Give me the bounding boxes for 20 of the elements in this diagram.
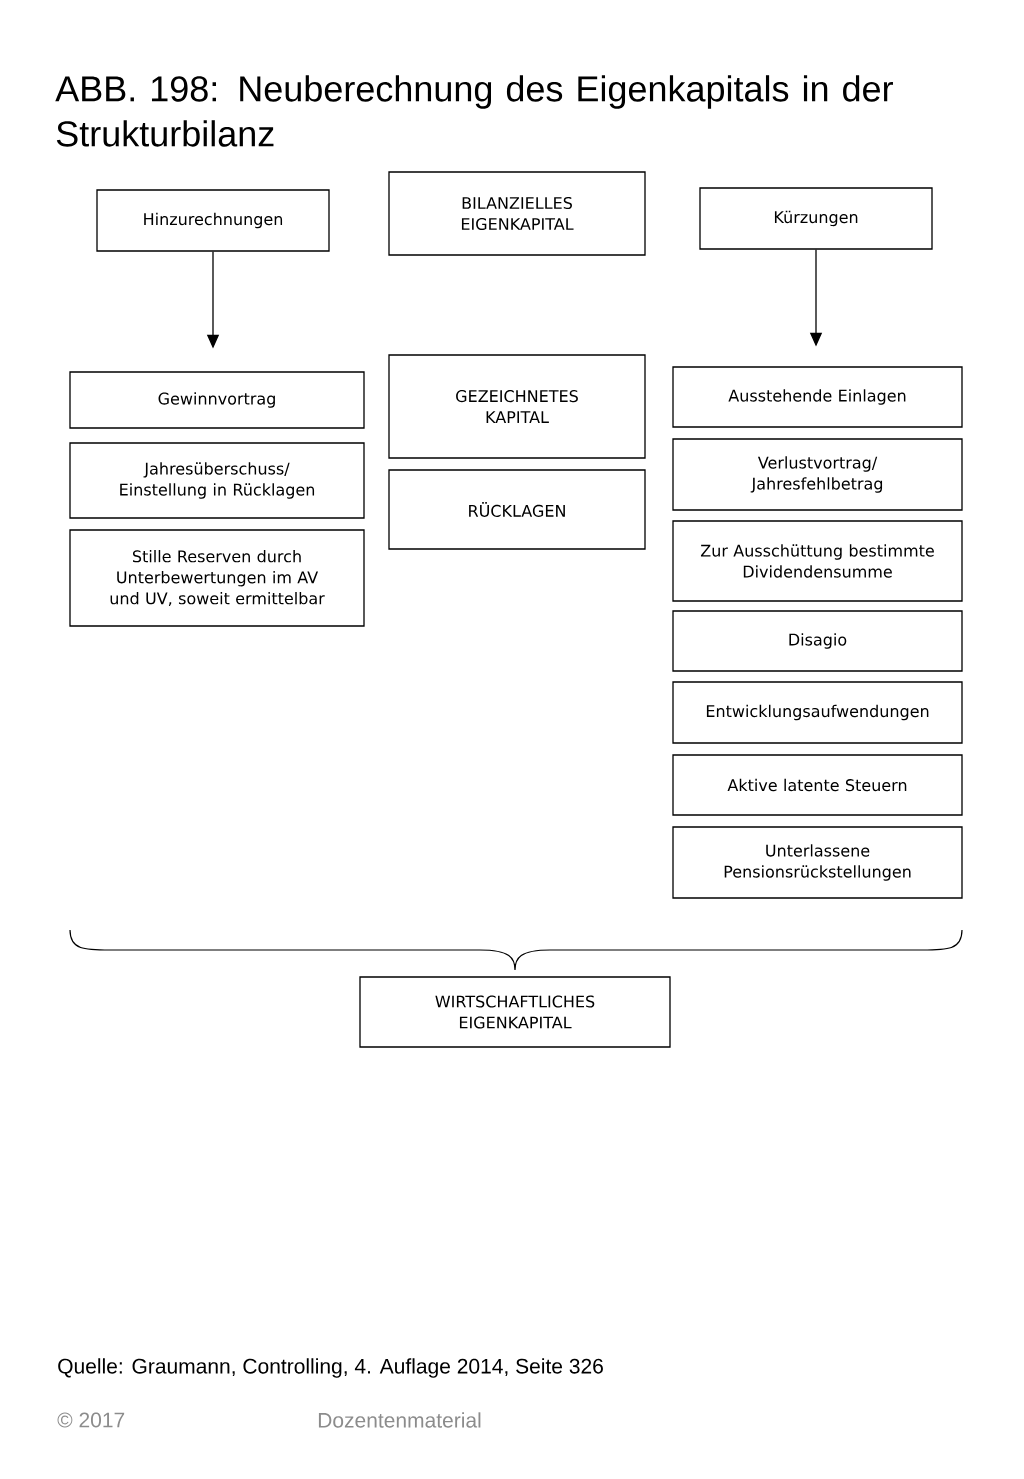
text-box: GEZEICHNETES KAPITAL	[388, 354, 646, 459]
text-box: Kürzungen	[699, 187, 933, 250]
text-box: RÜCKLAGEN	[388, 469, 646, 550]
text-box: Verlustvortrag/ Jahresfehlbetrag	[672, 438, 963, 511]
title: ABB. 198: Neuberechnung des Eigenkapitals in der Strukturbilanz	[55, 75, 893, 147]
text-box: Gewinnvortrag	[69, 371, 365, 429]
text-box: Aktive latente Steuern	[672, 754, 963, 816]
source-note: Quelle: Graumann, Controlling, 4. Auflage 2014, Seite 326	[58, 1358, 603, 1378]
text-box: Stille Reserven durch Unterbewertungen im AV und UV, soweit ermittelbar	[69, 529, 365, 627]
text-box: Ausstehende Einlagen	[672, 366, 963, 428]
footer-note: Dozentenmaterial	[318, 1412, 481, 1428]
text-box: Disagio	[672, 610, 963, 672]
copyright-note: © 2017	[57, 1412, 125, 1428]
text-box: Unterlassene Pensionsrückstellungen	[672, 826, 963, 899]
text-box: WIRTSCHAFTLICHES EIGENKAPITAL	[359, 976, 671, 1048]
text-box: Hinzurechnungen	[96, 189, 330, 252]
text-box: Entwicklungsaufwendungen	[672, 681, 963, 744]
text-box: Zur Ausschüttung bestimmte Dividendensumme	[672, 520, 963, 602]
text-box: Jahresüberschuss/ Einstellung in Rücklagen	[69, 442, 365, 519]
text-box: BILANZIELLES EIGENKAPITAL	[388, 171, 646, 256]
